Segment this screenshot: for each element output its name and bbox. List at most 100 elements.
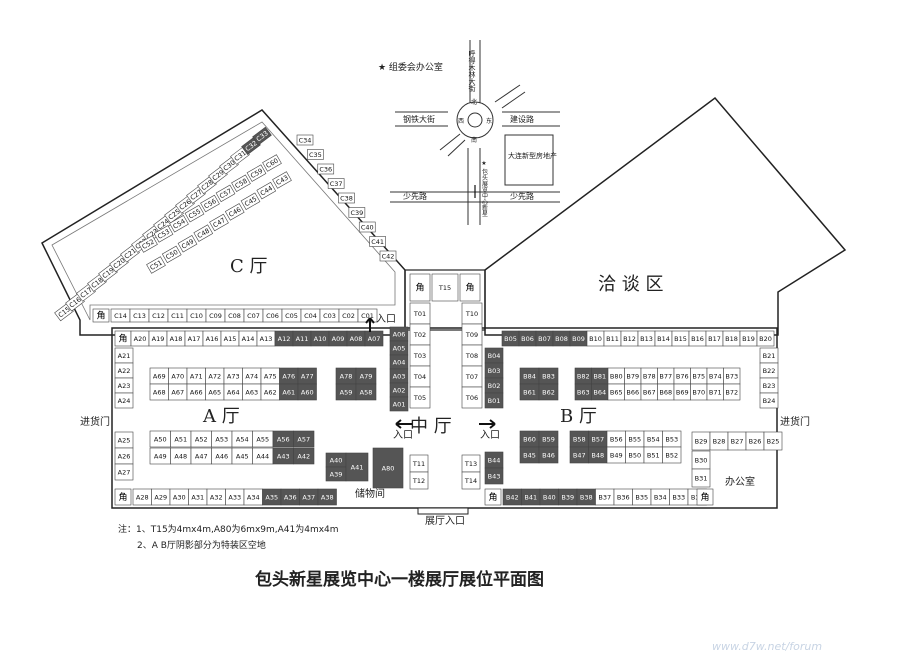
- booth-a45[interactable]: A45: [231, 447, 253, 465]
- booth-b25[interactable]: B25: [763, 431, 783, 451]
- booth-b47[interactable]: B47: [569, 446, 589, 464]
- booth-c11[interactable]: C11: [167, 308, 188, 323]
- booth-c10[interactable]: C10: [186, 308, 207, 323]
- booth-a02[interactable]: A02: [389, 382, 409, 398]
- booth-a13[interactable]: A13: [256, 330, 276, 347]
- booth-t04[interactable]: T04: [409, 365, 431, 388]
- booth-b81[interactable]: B81: [591, 367, 609, 385]
- booth-a78[interactable]: A78: [335, 367, 357, 385]
- booth-a76[interactable]: A76: [279, 367, 299, 385]
- booth-a52[interactable]: A52: [190, 430, 212, 448]
- entrance-top-label[interactable]: 入口: [376, 314, 396, 325]
- booth-a17[interactable]: A17: [184, 330, 204, 347]
- booth-b74[interactable]: B74: [706, 367, 724, 385]
- booth-t06[interactable]: T06: [461, 386, 483, 409]
- booth-t05[interactable]: T05: [409, 386, 431, 409]
- booth-b55[interactable]: B55: [625, 430, 645, 448]
- booth-c54[interactable]: C54: [169, 215, 189, 233]
- booth-c38[interactable]: C38: [338, 192, 355, 204]
- booth-b60[interactable]: B60: [519, 430, 540, 448]
- booth-t03[interactable]: T03: [409, 344, 431, 367]
- booth-a11[interactable]: A11: [292, 330, 312, 347]
- booth-c43[interactable]: C43: [272, 171, 292, 189]
- booth-b18[interactable]: B18: [722, 330, 741, 347]
- booth-b23[interactable]: B23: [759, 377, 779, 394]
- booth-c05[interactable]: C05: [281, 308, 302, 323]
- booth-b11[interactable]: B11: [603, 330, 622, 347]
- booth-a32[interactable]: A32: [206, 488, 226, 506]
- booth-b50[interactable]: B50: [625, 446, 645, 464]
- booth-a38[interactable]: A38: [317, 488, 337, 506]
- booth-a61[interactable]: A61: [279, 383, 299, 401]
- hall-entrance-gate[interactable]: [417, 507, 469, 515]
- booth-b61[interactable]: B61: [519, 383, 540, 401]
- booth-b27[interactable]: B27: [727, 431, 747, 451]
- booth-b68[interactable]: B68: [657, 383, 675, 401]
- booth-c55[interactable]: C55: [184, 204, 205, 223]
- booth-b63[interactable]: B63: [574, 383, 592, 401]
- booth-b54[interactable]: B54: [643, 430, 663, 448]
- booth-a29[interactable]: A29: [151, 488, 171, 506]
- booth-b46[interactable]: B46: [538, 446, 559, 464]
- booth-a24[interactable]: A24: [114, 392, 134, 409]
- booth-t10[interactable]: T10: [461, 302, 483, 325]
- booth-b09[interactable]: B09: [569, 330, 588, 347]
- booth-c56[interactable]: C56: [200, 194, 220, 213]
- booth-c42[interactable]: C42: [379, 250, 397, 262]
- booth-b12[interactable]: B12: [620, 330, 639, 347]
- booth-b36[interactable]: B36: [613, 488, 633, 506]
- booth-b05[interactable]: B05: [501, 330, 520, 347]
- booth-c53[interactable]: C53: [153, 225, 174, 243]
- booth-b62[interactable]: B62: [538, 383, 559, 401]
- booth-t09[interactable]: T09: [461, 323, 483, 346]
- booth-a43[interactable]: A43: [272, 447, 294, 465]
- booth-c58[interactable]: C58: [231, 174, 251, 192]
- booth-b70[interactable]: B70: [690, 383, 708, 401]
- booth-c50[interactable]: C50: [161, 245, 182, 264]
- booth-b30[interactable]: B30: [691, 450, 711, 470]
- booth-a05[interactable]: A05: [389, 340, 409, 356]
- booth-t12[interactable]: T12: [409, 471, 429, 490]
- booth-t14[interactable]: T14: [461, 471, 481, 490]
- booth-c47[interactable]: C47: [209, 213, 229, 232]
- booth-c35[interactable]: C35: [307, 149, 324, 160]
- booth-c08[interactable]: C08: [224, 308, 245, 323]
- booth-b58[interactable]: B58: [569, 430, 589, 448]
- booth-t11[interactable]: T11: [409, 454, 429, 473]
- booth-a31[interactable]: A31: [188, 488, 208, 506]
- booth-a67[interactable]: A67: [168, 383, 188, 401]
- booth-b16[interactable]: B16: [688, 330, 707, 347]
- booth-a03[interactable]: A03: [389, 368, 409, 384]
- booth-b41[interactable]: B41: [521, 488, 541, 506]
- booth-t08[interactable]: T08: [461, 344, 483, 367]
- booth-a44[interactable]: A44: [252, 447, 274, 465]
- booth-c13[interactable]: C13: [129, 308, 150, 323]
- booth-a48[interactable]: A48: [170, 447, 192, 465]
- booth-a79[interactable]: A79: [355, 367, 377, 385]
- booth-t01[interactable]: T01: [409, 302, 431, 325]
- booth-a22[interactable]: A22: [114, 362, 134, 379]
- booth-a68[interactable]: A68: [149, 383, 169, 401]
- booth-b75[interactable]: B75: [690, 367, 708, 385]
- booth-a73[interactable]: A73: [223, 367, 243, 385]
- booth-a39[interactable]: A39: [325, 466, 347, 482]
- booth-a49[interactable]: A49: [149, 447, 171, 465]
- booth-a37[interactable]: A37: [299, 488, 319, 506]
- booth-a66[interactable]: A66: [186, 383, 206, 401]
- booth-c57[interactable]: C57: [215, 184, 236, 203]
- booth-a80[interactable]: A80: [372, 447, 404, 489]
- booth-b82[interactable]: B82: [574, 367, 592, 385]
- booth-t02[interactable]: T02: [409, 323, 431, 346]
- booth-a41[interactable]: A41: [345, 452, 369, 482]
- booth-b22[interactable]: B22: [759, 362, 779, 379]
- booth-b51[interactable]: B51: [643, 446, 663, 464]
- booth-b79[interactable]: B79: [624, 367, 642, 385]
- booth-a71[interactable]: A71: [186, 367, 206, 385]
- booth-a19[interactable]: A19: [148, 330, 168, 347]
- booth-a16[interactable]: A16: [202, 330, 222, 347]
- booth-b37[interactable]: B37: [595, 488, 615, 506]
- booth-a70[interactable]: A70: [168, 367, 188, 385]
- booth-a57[interactable]: A57: [293, 430, 315, 448]
- booth-b69[interactable]: B69: [673, 383, 691, 401]
- booth-b65[interactable]: B65: [607, 383, 625, 401]
